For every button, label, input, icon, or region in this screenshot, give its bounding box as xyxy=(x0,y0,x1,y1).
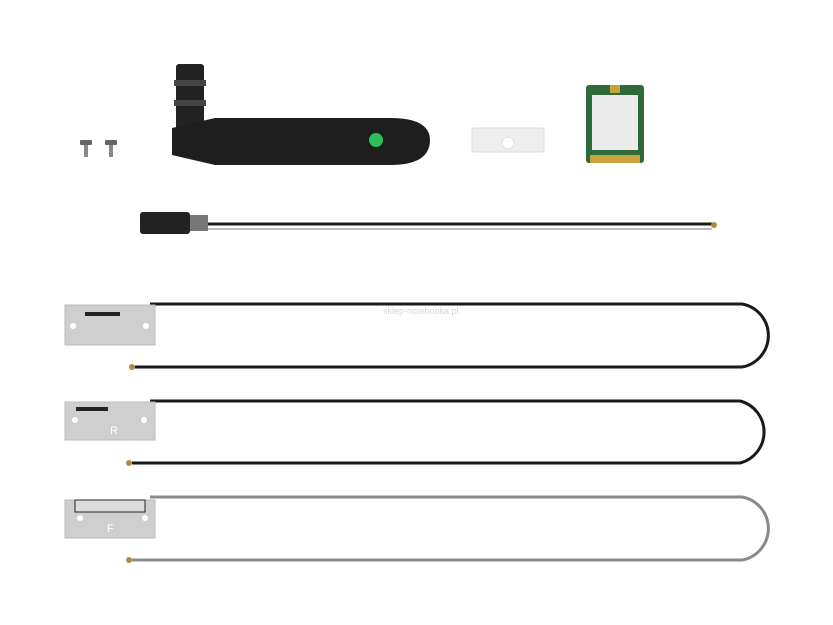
antenna-cable-main xyxy=(64,302,770,370)
screws xyxy=(80,140,117,157)
antenna-cable-front: F xyxy=(64,495,770,563)
watermark: sklep-notebooka.pl xyxy=(383,306,459,316)
antenna-cable-right: R xyxy=(64,399,766,466)
plastic-bracket xyxy=(471,127,545,153)
plate-label-f: F xyxy=(107,523,114,535)
external-antenna xyxy=(172,64,430,165)
m2-wifi-card xyxy=(586,85,644,163)
rp-sma-pigtail xyxy=(140,212,717,234)
led-indicator xyxy=(369,133,383,147)
plate-label-r: R xyxy=(110,425,118,437)
